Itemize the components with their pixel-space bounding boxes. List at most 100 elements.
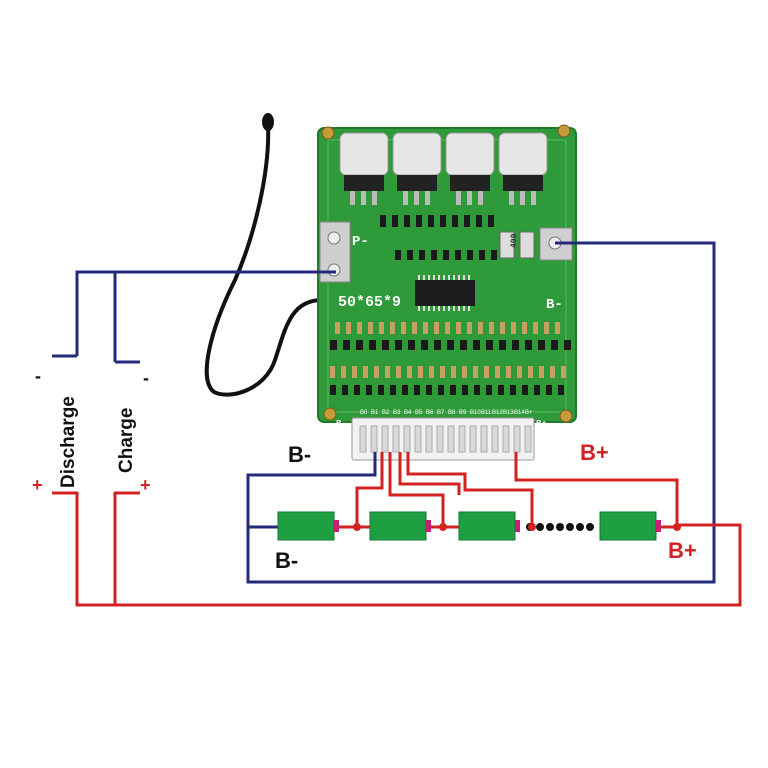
pin-label: B2: [382, 410, 390, 416]
smd-part: [392, 215, 398, 227]
smd-part: [511, 322, 516, 334]
pin-label: B10: [470, 410, 481, 416]
connector-pin: [370, 425, 378, 453]
smd-part: [512, 340, 519, 350]
smd-part: [495, 366, 500, 378]
connector-pin: [502, 425, 510, 453]
smd-part: [352, 366, 357, 378]
connector-pin: [524, 425, 532, 453]
smd-part: [374, 366, 379, 378]
smd-part: [491, 250, 497, 260]
current-sense-resistor: [499, 231, 515, 259]
cell-ellipsis: [526, 523, 594, 531]
connector-pin: [381, 425, 389, 453]
balance-tap-b-plus: [514, 452, 679, 527]
mount-hole: [323, 407, 337, 421]
smd-part: [330, 340, 337, 350]
smd-part: [558, 385, 564, 395]
smd-part: [561, 366, 566, 378]
connector-pin: [469, 425, 477, 453]
pin-label: B+: [525, 410, 533, 416]
smd-part: [440, 366, 445, 378]
connector-pin: [425, 425, 433, 453]
pin-label: B1: [371, 410, 379, 416]
smd-part: [343, 340, 350, 350]
smd-part: [378, 385, 384, 395]
smd-part: [528, 366, 533, 378]
smd-part: [445, 322, 450, 334]
smd-part: [451, 366, 456, 378]
pin-label: B9: [459, 410, 467, 416]
discharge-plus-label: +: [32, 475, 43, 495]
mount-hole: [557, 124, 571, 138]
smd-part: [335, 322, 340, 334]
smd-part: [452, 215, 458, 227]
pin-label: B8: [448, 410, 456, 416]
charge-plus-label: +: [140, 475, 151, 495]
current-sense-resistor: [519, 231, 535, 259]
mosfet-row: [339, 132, 548, 205]
smd-part: [418, 366, 423, 378]
smd-part: [429, 366, 434, 378]
smd-part: [382, 340, 389, 350]
connector-pin: [480, 425, 488, 453]
pin-label: B3: [393, 410, 401, 416]
smd-part: [369, 340, 376, 350]
balance-tap-3: [398, 452, 461, 495]
smd-part: [467, 322, 472, 334]
smd-part: [533, 322, 538, 334]
smd-part: [486, 385, 492, 395]
blue-wires: [52, 241, 716, 584]
smd-part: [473, 366, 478, 378]
smd-part: [551, 340, 558, 350]
battery-cell: [599, 511, 661, 541]
smd-part: [380, 215, 386, 227]
smd-part: [341, 366, 346, 378]
smd-part: [550, 366, 555, 378]
pin-label: B7: [437, 410, 445, 416]
balance-tap-1: [355, 452, 384, 527]
smd-part: [407, 250, 413, 260]
pin-label: B14: [514, 410, 525, 416]
pin-label: B6: [426, 410, 434, 416]
smd-part: [404, 215, 410, 227]
b-plus-conn-label: B+: [536, 419, 547, 429]
connector-pin: [414, 425, 422, 453]
pin-label: B13: [503, 410, 514, 416]
smd-part: [428, 215, 434, 227]
pin-label: B11: [481, 410, 492, 416]
smd-part: [498, 385, 504, 395]
b-minus-top-label: B-: [288, 442, 311, 467]
smd-part: [486, 340, 493, 350]
bms-ic-chip: [415, 280, 475, 306]
smd-part: [476, 215, 482, 227]
discharge-negative-wire: [75, 270, 336, 356]
smd-part: [342, 385, 348, 395]
b-plus-top-label: B+: [580, 440, 609, 465]
b-minus-silk-label: B-: [546, 297, 563, 313]
p-minus-label: P-: [352, 234, 369, 250]
b-minus-main-wire: [246, 241, 716, 584]
smd-part: [555, 322, 560, 334]
connector-pin: [491, 425, 499, 453]
charge-label: Charge: [116, 408, 137, 473]
smd-part: [354, 385, 360, 395]
red-wires: [52, 452, 742, 607]
junction-dots: [353, 523, 681, 531]
smd-part: [473, 340, 480, 350]
smd-part: [447, 340, 454, 350]
smd-part: [431, 250, 437, 260]
connector-pin: [436, 425, 444, 453]
smd-part: [474, 385, 480, 395]
smd-part: [356, 340, 363, 350]
smd-part: [390, 385, 396, 395]
smd-part: [539, 366, 544, 378]
smd-part: [538, 340, 545, 350]
smd-part: [414, 385, 420, 395]
smd-part: [379, 322, 384, 334]
smd-part: [357, 322, 362, 334]
pin-label: B0: [360, 410, 368, 416]
smd-part: [534, 385, 540, 395]
resistor-code: 400: [510, 233, 519, 248]
